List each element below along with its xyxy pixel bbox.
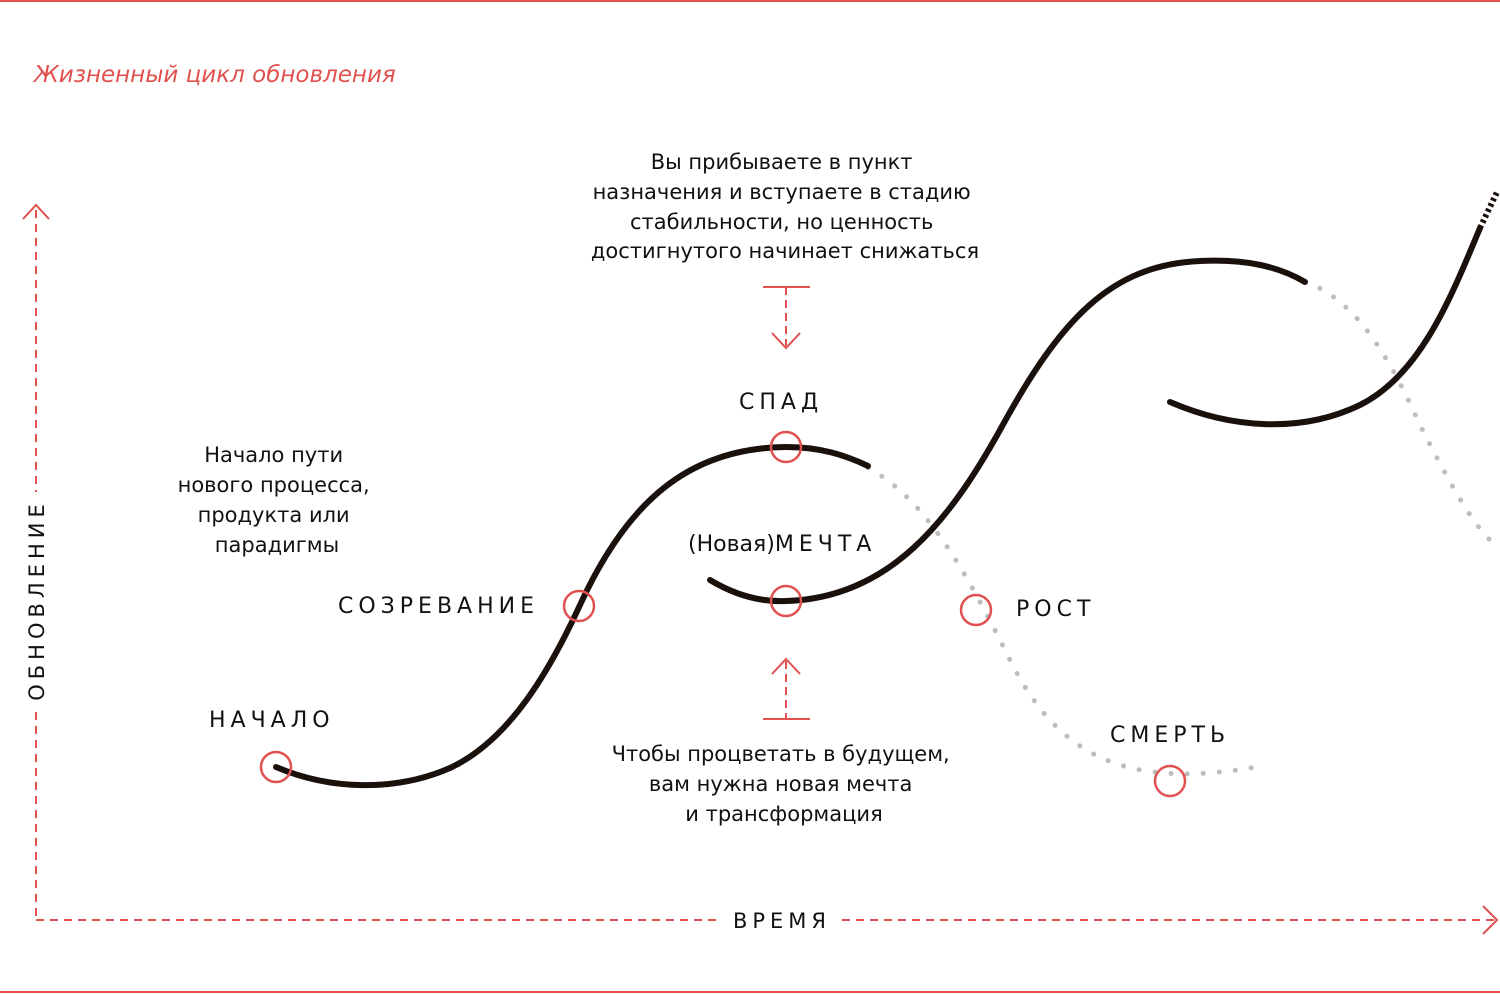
x-axis-label: ВРЕМЯ [733,909,831,933]
y-axis-arrow-icon [22,203,50,220]
start-description-line: продукта или [198,503,350,527]
stage-label-growth: РОСТ [1016,597,1095,622]
start-description-line: парадигмы [215,533,339,557]
dream-description: Чтобы процветать в будущем, вам нужна но… [612,742,957,826]
dream-description-line: и трансформация [685,802,882,826]
decline-description-line: достигнутого начинает снижаться [591,239,979,263]
decline-description-line: стабильности, но ценность [630,210,933,234]
third-curve [1167,225,1483,428]
down-arrow-icon [763,286,810,350]
diagram-title: Жизненный цикл обновления [32,62,396,88]
decline-description-line: Вы прибываете в пункт [651,150,913,174]
decline-dotted-curve [865,465,1265,777]
stage-label-start: НАЧАЛО [209,708,335,733]
decline-circle-icon [769,430,803,464]
dream-prefix: (Новая) [688,532,775,557]
first-s-curve [273,443,871,789]
dream-description-line: Чтобы процветать в будущем, [612,742,950,766]
stage-label-maturation: СОЗРЕВАНИЕ [338,594,539,619]
start-description-line: нового процесса, [178,473,370,497]
maturation-circle-icon [562,589,596,623]
start-description-line: Начало пути [204,443,343,467]
second-s-curve [707,257,1308,605]
decline-description: Вы прибываете в пункт назначения и вступ… [591,150,979,263]
y-axis: ОБНОВЛЕНИЕ [22,203,50,920]
second-decline-dotted-curve [1302,279,1493,543]
stage-label-dream: (Новая)МЕЧТА [688,532,876,557]
death-circle-icon [1153,764,1187,798]
x-axis: ВРЕМЯ [36,905,1499,935]
y-axis-label: ОБНОВЛЕНИЕ [25,499,49,701]
dream-circle-icon [769,584,803,618]
dream-description-line: вам нужна новая мечта [649,772,913,796]
stage-label-decline: СПАД [739,390,823,415]
up-arrow-icon [763,657,810,720]
stage-label-death: СМЕРТЬ [1110,723,1230,748]
x-axis-arrow-icon [1482,905,1499,935]
start-circle-icon [259,750,293,784]
decline-description-line: назначения и вступаете в стадию [593,180,971,204]
third-curve-fade [1477,188,1500,230]
start-description: Начало пути нового процесса, продукта ил… [178,443,377,557]
dream-word: МЕЧТА [775,532,876,557]
growth-circle-icon [959,593,993,627]
